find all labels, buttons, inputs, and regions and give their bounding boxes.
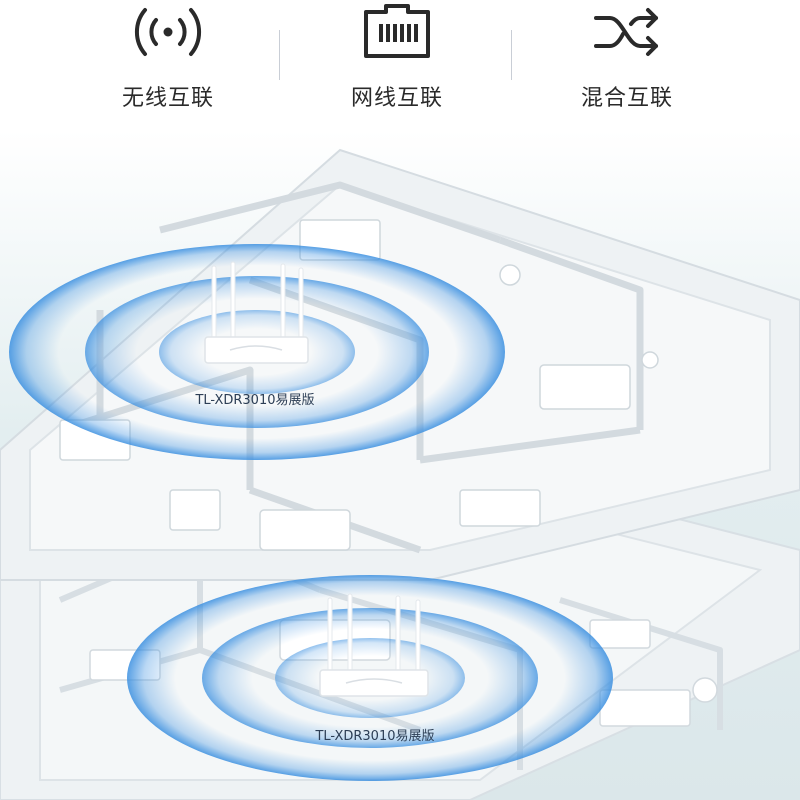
divider <box>511 30 512 80</box>
feature-wireless: 无线互联 <box>68 0 268 130</box>
router-upper <box>204 261 309 364</box>
feature-ethernet: 网线互联 <box>297 0 497 130</box>
divider <box>279 30 280 80</box>
shuffle-arrows-icon <box>594 8 658 56</box>
router-lower <box>319 593 429 697</box>
feature-label-ethernet: 网线互联 <box>350 86 443 111</box>
ethernet-port-icon <box>364 4 430 58</box>
router-model-label-lower: TL-XDR3010易展版 <box>315 729 435 744</box>
router-model-label-upper: TL-XDR3010易展版 <box>195 393 315 408</box>
house-floor-plan-illustration <box>0 130 800 800</box>
feature-header: 无线互联 网线互联 混合互联 <box>0 0 800 130</box>
feature-label-hybrid: 混合互联 <box>580 86 673 111</box>
wireless-signal-icon <box>134 8 202 56</box>
feature-label-wireless: 无线互联 <box>121 86 214 111</box>
feature-hybrid: 混合互联 <box>527 0 727 130</box>
